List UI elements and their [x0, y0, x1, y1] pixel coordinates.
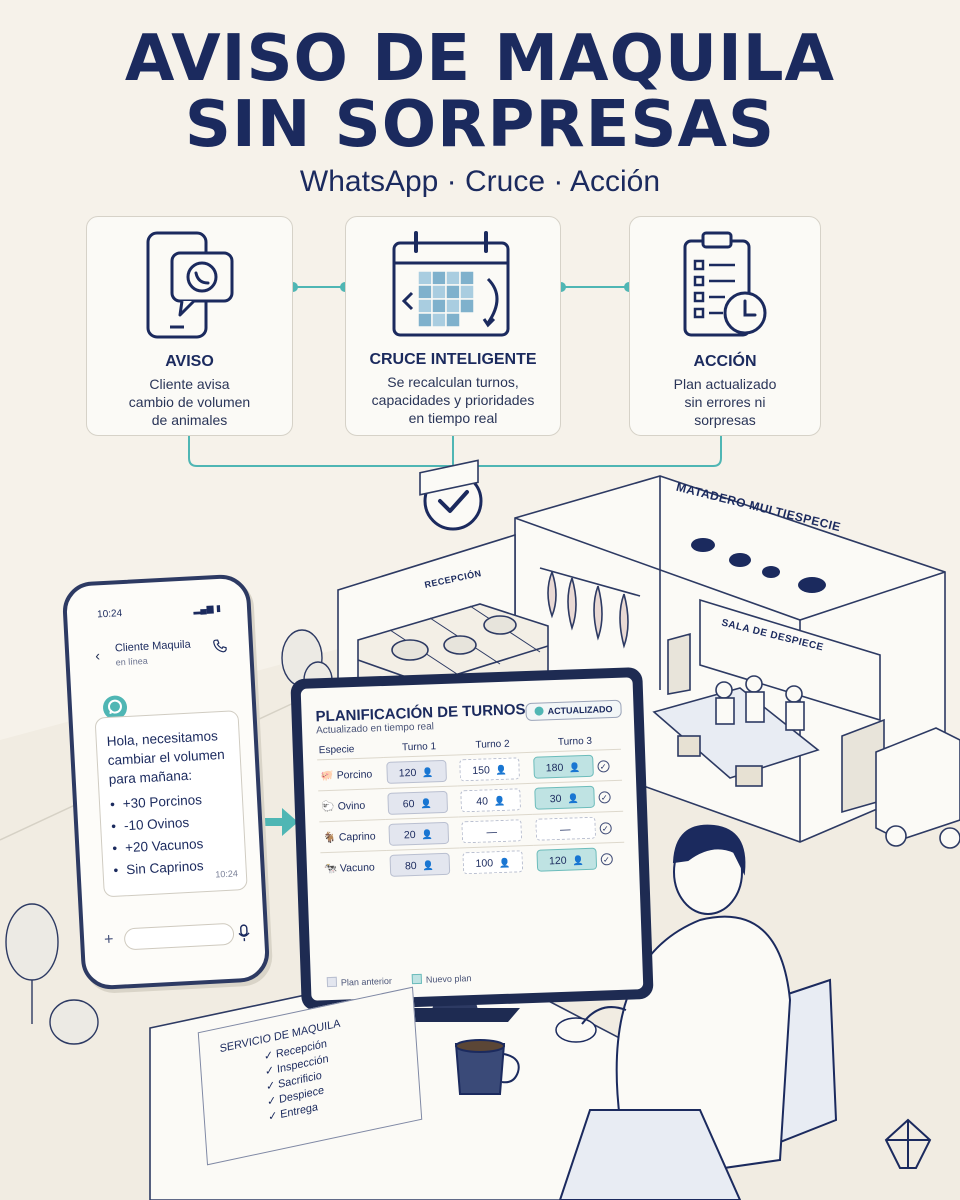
message-item: +20 Vacunos [112, 832, 237, 857]
cow-icon: 🐄 [323, 862, 338, 875]
whatsapp-icon [103, 695, 128, 720]
step-desc-line: en tiempo real [408, 410, 498, 426]
shift-cell[interactable]: 60👤 [386, 790, 448, 815]
phone-time: 10:24 [96, 608, 123, 621]
shift-cell[interactable]: 100👤 [462, 850, 524, 875]
person-icon: 👤 [420, 798, 432, 809]
whatsapp-phone-icon [146, 231, 233, 339]
check-icon: ✓ [596, 760, 610, 773]
person-icon: 👤 [422, 860, 435, 871]
step-card-accion: ACCIÓN Plan actualizado sin errores ni s… [629, 216, 821, 436]
person-icon: 👤 [572, 855, 584, 866]
status-dot-icon [534, 706, 544, 716]
shift-planning-screen: PLANIFICACIÓN DE TURNOS Actualizado en t… [300, 677, 644, 1001]
trees [5, 629, 333, 1045]
goat-icon: 🐐 [322, 831, 337, 844]
shift-cell[interactable]: 180👤 [532, 754, 594, 779]
check-icon: ✓ [599, 822, 612, 835]
shift-cell[interactable]: — [534, 816, 596, 841]
step-desc-line: capacidades y prioridades [371, 392, 535, 408]
clipboard-clock-icon [683, 231, 767, 337]
step-desc-line: sin errores ni [684, 394, 766, 410]
worker-person [558, 824, 838, 1200]
coffee-mug-icon [454, 1039, 520, 1095]
pig-icon: 🐖 [320, 769, 334, 782]
chat-contact-status: en línea [115, 655, 148, 668]
shift-cell[interactable]: 150👤 [459, 757, 520, 782]
mouse-icon [555, 1017, 597, 1043]
step-desc-line: sorpresas [694, 412, 756, 428]
calendar-sync-icon [392, 231, 510, 337]
title-line-1: AVISO DE MAQUILA [124, 22, 836, 96]
species-cell: 🐑 Ovino [318, 788, 385, 822]
message-time: 10:24 [215, 868, 239, 880]
arrow-right-icon [262, 808, 298, 836]
brand-logo-icon [884, 1118, 932, 1169]
step-desc: Se recalculan turnos, capacidades y prio… [346, 373, 560, 427]
species-cell: 🐖 Porcino [317, 757, 384, 791]
step-title: CRUCE INTELIGENTE [369, 351, 537, 368]
step-desc-line: Cliente avisa [149, 376, 230, 392]
plan-legend: Plan anterior Nuevo plan [326, 972, 472, 988]
check-icon: ✓ [598, 791, 611, 804]
shift-cell[interactable]: — [461, 819, 523, 844]
step-desc: Cliente avisa cambio de volumen de anima… [87, 375, 292, 429]
species-name: Ovino [337, 799, 366, 813]
shift-cell[interactable]: 80👤 [389, 852, 450, 877]
signal-battery-icon: ▂▄▆ ▮ [193, 602, 222, 615]
status-badge: ACTUALIZADO [525, 699, 622, 722]
person-icon: 👤 [498, 857, 511, 869]
shift-cell[interactable]: 120👤 [385, 759, 447, 784]
phone-call-icon[interactable] [213, 639, 228, 654]
message-intro: Hola, necesitamos cambiar el volumen par… [106, 728, 226, 787]
legend-label: Nuevo plan [425, 973, 472, 985]
step-card-aviso: AVISO Cliente avisa cambio de volumen de… [86, 216, 293, 436]
species-name: Porcino [336, 767, 373, 782]
status-badge-label: ACTUALIZADO [547, 704, 613, 717]
check-icon: ✓ [600, 853, 613, 866]
step-desc-line: Plan actualizado [673, 376, 777, 392]
shift-table: Especie Turno 1 Turno 2 Turno 3 🐖 Porcin… [317, 732, 626, 884]
chat-message-bubble: Hola, necesitamos cambiar el volumen par… [94, 710, 248, 898]
person-icon: 👤 [567, 793, 579, 804]
monitor: PLANIFICACIÓN DE TURNOS Actualizado en t… [290, 666, 654, 1012]
subtitle: WhatsApp · Cruce · Acción [299, 165, 661, 198]
step-desc-line: cambio de volumen [128, 394, 251, 410]
species-icons [691, 538, 826, 593]
person-icon: 👤 [495, 764, 508, 776]
step-card-cruce: CRUCE INTELIGENTE Se recalculan turnos, … [345, 216, 561, 436]
plus-icon[interactable]: + [103, 930, 114, 949]
step-desc-line: de animales [151, 412, 228, 428]
title-line-2: SIN SORPRESAS [184, 88, 776, 162]
sheep-icon: 🐑 [321, 800, 336, 813]
step-title: AVISO [165, 353, 214, 370]
shift-cell[interactable]: 20👤 [387, 821, 449, 846]
shift-cell[interactable]: 30👤 [533, 785, 595, 810]
back-arrow-icon[interactable]: ‹ [94, 647, 101, 664]
person-icon: 👤 [569, 762, 581, 773]
message-item: +30 Porcinos [110, 788, 235, 813]
species-cell: 🐐 Caprino [319, 819, 386, 853]
message-input[interactable] [123, 922, 235, 951]
step-desc: Plan actualizado sin errores ni sorpresa… [630, 375, 820, 429]
person-icon: 👤 [493, 795, 506, 807]
species-name: Caprino [338, 829, 376, 844]
shift-cell[interactable]: 120👤 [536, 847, 597, 872]
legend-swatch-old [326, 976, 338, 988]
column-header: Especie [318, 744, 355, 757]
person-icon: 👤 [421, 829, 433, 840]
species-cell: 🐄 Vacuno [320, 850, 387, 884]
microphone-icon[interactable] [238, 924, 251, 943]
chat-contact-name[interactable]: Cliente Maquila [114, 638, 191, 655]
species-name: Vacuno [339, 860, 375, 875]
message-item: -10 Ovinos [111, 810, 236, 835]
shift-cell[interactable]: 40👤 [460, 788, 522, 813]
step-title: ACCIÓN [693, 353, 757, 370]
step-desc-line: Se recalculan turnos, [387, 374, 519, 390]
smartphone: 10:24 ▂▄▆ ▮ ‹ Cliente Maquila en línea H… [61, 573, 271, 991]
legend-label: Plan anterior [340, 975, 393, 988]
person-icon: 👤 [422, 767, 434, 778]
legend-swatch-new [411, 973, 423, 985]
